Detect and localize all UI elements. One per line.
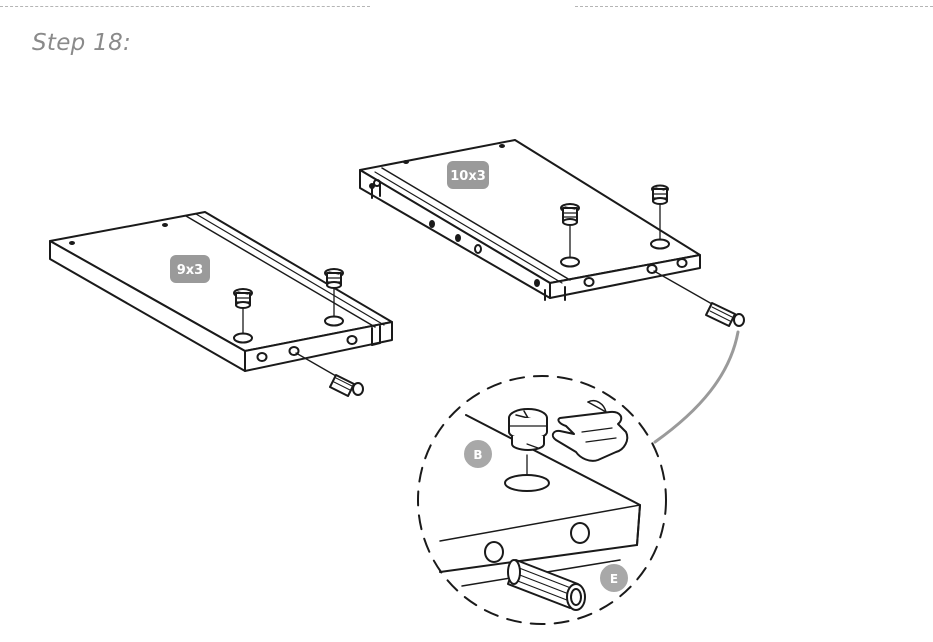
cam-fitting-icon [324, 268, 344, 289]
cam-fitting-icon [651, 184, 669, 205]
pointing-hand-icon [551, 400, 629, 462]
callout-b: B [462, 438, 494, 470]
panel-badge-label: 9x3 [177, 263, 203, 278]
callout-letter: B [473, 448, 482, 462]
top-divider-left [0, 6, 370, 7]
right-panel [359, 139, 745, 327]
detail-connector [653, 330, 740, 444]
dowel-icon [295, 352, 364, 397]
panel-badge-right: 10x3 [447, 161, 489, 189]
panel-badge-label: 10x3 [450, 169, 486, 184]
top-divider-right [575, 6, 933, 7]
dowel-icon [653, 270, 745, 327]
cam-fitting-icon [560, 203, 580, 226]
cam-fitting-icon [508, 408, 548, 451]
dowel-icon [507, 559, 586, 611]
callout-letter: E [610, 572, 618, 586]
detail-view [417, 375, 667, 625]
callout-e: E [598, 562, 630, 594]
step-title: Step 18: [32, 30, 132, 56]
left-panel [49, 211, 393, 397]
panel-badge-left: 9x3 [170, 255, 210, 283]
cam-fitting-icon [233, 288, 253, 309]
